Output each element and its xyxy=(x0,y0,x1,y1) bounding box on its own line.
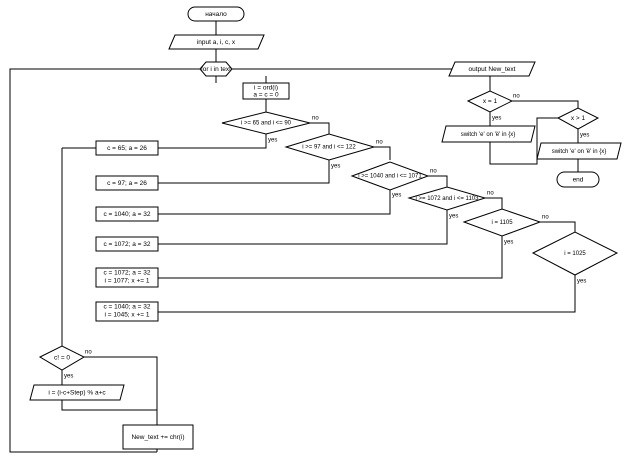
x-gt-yes-label: yes xyxy=(580,133,589,139)
act3-box xyxy=(95,206,159,222)
cond2-diamond xyxy=(284,133,376,161)
x-gt-diamond xyxy=(556,107,600,130)
output-label: output New_text xyxy=(469,66,516,73)
cond4-diamond xyxy=(407,186,487,211)
cond1-diamond xyxy=(221,111,311,135)
cond5-no-label: no xyxy=(542,215,549,221)
end-terminal xyxy=(556,171,600,188)
switch1-label: switch 'е' on 'ё' in {x} xyxy=(461,132,516,138)
cond4-yes-label: yes xyxy=(449,214,458,220)
check-c-yes-label: yes xyxy=(64,374,73,380)
act5-label-1: c = 1072; a = 32 xyxy=(104,270,151,277)
act5-label-2: i = 1077; x += 1 xyxy=(105,278,150,285)
start-label: начало xyxy=(205,11,227,18)
loop-label: for i in text xyxy=(201,66,231,73)
x-eq-no-label: no xyxy=(513,94,520,100)
input-parallelogram xyxy=(168,34,265,50)
act5-box xyxy=(95,267,159,288)
cond6-label: i = 1025 xyxy=(564,251,586,257)
switch2-parallelogram xyxy=(536,142,622,160)
check-c-no-label: no xyxy=(85,350,92,356)
calc-label: i = (i-c+Step) % a+c xyxy=(48,390,106,397)
ord-box xyxy=(242,82,290,100)
x-eq-diamond xyxy=(466,90,514,113)
switch1-parallelogram xyxy=(441,125,536,143)
cond3-label: i >= 1040 and i <= 1071 xyxy=(358,174,422,180)
cond1-label: i >= 65 and i <= 90 xyxy=(241,121,292,127)
x-eq-label: x = 1 xyxy=(483,98,498,105)
ord-label-2: a = c = 0 xyxy=(253,92,279,99)
cond5-yes-label: yes xyxy=(504,240,513,246)
act3-label: c = 1040; a = 32 xyxy=(104,211,151,218)
cond2-yes-label: yes xyxy=(331,164,340,170)
cond3-yes-label: yes xyxy=(392,193,401,199)
switch2-label: switch 'е' on 'ё' in {x} xyxy=(552,149,607,155)
output-parallelogram xyxy=(448,61,536,77)
cond2-label: i >= 97 and i <= 122 xyxy=(302,145,356,151)
cond6-yes-label: yes xyxy=(577,279,586,285)
cond6-diamond xyxy=(531,231,619,276)
cond5-diamond xyxy=(462,208,542,237)
act6-box xyxy=(95,301,159,322)
act1-label: c = 65; a = 26 xyxy=(107,145,147,152)
calc-parallelogram xyxy=(29,384,125,401)
act2-label: c = 97; a = 26 xyxy=(107,180,147,187)
act4-label: c = 1072; a = 32 xyxy=(104,241,151,248)
act2-box xyxy=(95,175,159,191)
cond3-no-label: no xyxy=(430,169,437,175)
check-c-diamond xyxy=(38,345,86,371)
loop-hexagon xyxy=(199,61,233,77)
cond1-yes-label: yes xyxy=(268,138,277,144)
cond2-no-label: no xyxy=(376,140,383,146)
append-label: New_text += chr(i) xyxy=(131,434,184,441)
ord-label-1: i = ord(i) xyxy=(254,85,278,92)
x-eq-yes-label: yes xyxy=(492,116,501,122)
cond5-label: i = 1105 xyxy=(491,220,513,226)
append-box xyxy=(122,424,194,450)
act6-label-1: c = 1040; a = 32 xyxy=(104,304,151,311)
act6-label-2: i = 1045; x += 1 xyxy=(105,312,150,319)
cond3-diamond xyxy=(350,161,430,191)
cond4-no-label: no xyxy=(487,191,494,197)
start-terminal xyxy=(187,6,245,22)
act4-box xyxy=(95,236,159,252)
connectors xyxy=(9,21,579,453)
input-label: input a, i, c, x xyxy=(197,39,236,46)
act1-box xyxy=(95,140,159,156)
x-gt-label: x > 1 xyxy=(571,115,586,122)
end-label: end xyxy=(573,177,584,184)
cond4-label: i >= 1072 and i <= 1103 xyxy=(416,196,480,202)
cond1-no-label: no xyxy=(312,116,319,122)
check-c-label: c! = 0 xyxy=(54,355,70,362)
